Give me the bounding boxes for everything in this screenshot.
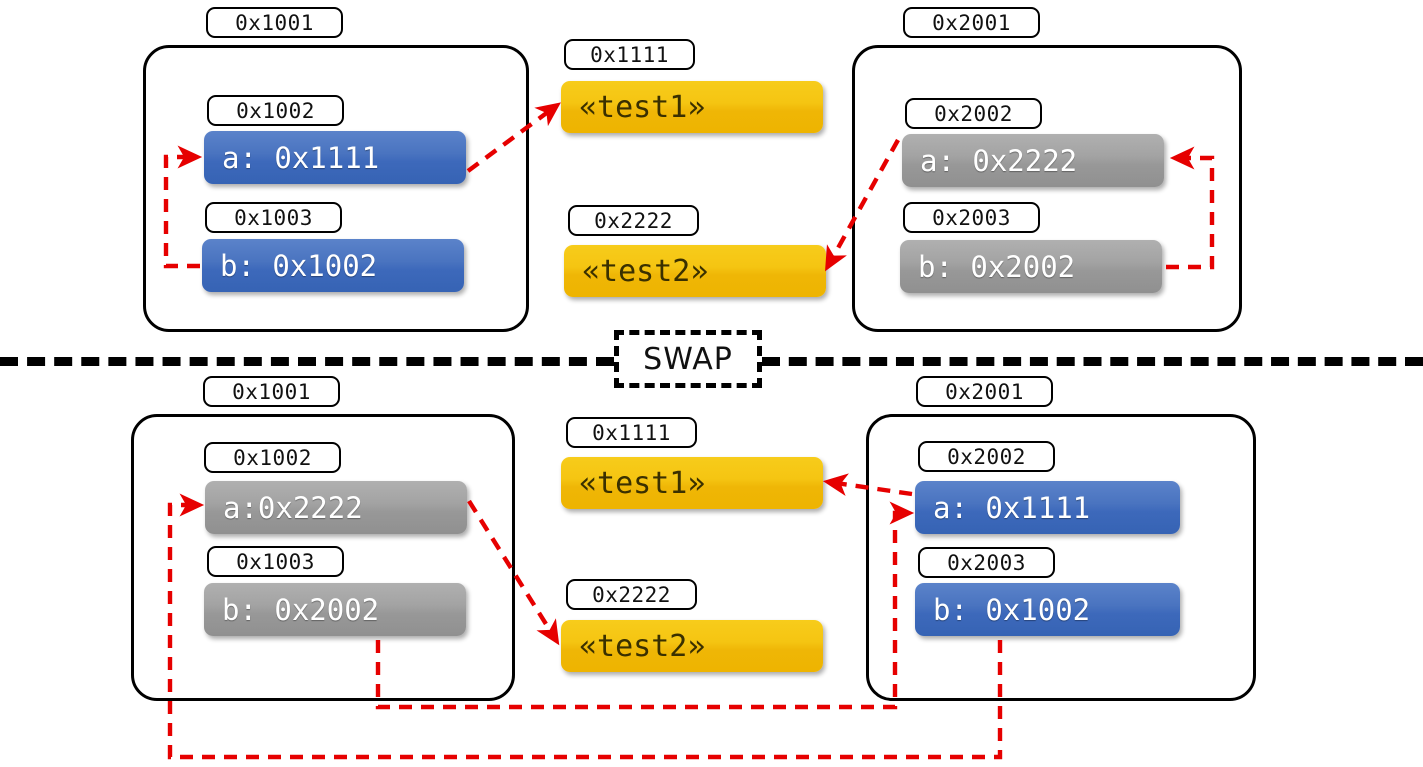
memory-cell-left-a-before: a: 0x1111	[204, 131, 466, 184]
swap-divider-left	[0, 357, 614, 366]
string-literal-test2-after: «test2»	[561, 620, 823, 672]
address-tag-0x1003-before: 0x1003	[205, 202, 342, 233]
address-tag-0x2002-before: 0x2002	[905, 98, 1042, 129]
memory-cell-right-a-after: a: 0x1111	[915, 481, 1180, 534]
memory-cell-right-b-before: b: 0x2002	[900, 240, 1162, 293]
address-tag-0x2003-after: 0x2003	[918, 547, 1055, 578]
address-tag-0x1111-before: 0x1111	[564, 39, 695, 70]
address-tag-0x1003-after: 0x1003	[207, 546, 344, 577]
address-tag-0x2002-after: 0x2002	[918, 441, 1055, 472]
swap-label-box: SWAP	[614, 330, 762, 388]
address-tag-right-region-before: 0x2001	[903, 7, 1040, 38]
string-literal-test1-before: «test1»	[561, 81, 823, 133]
memory-cell-left-b-after: b: 0x2002	[204, 583, 466, 636]
swap-divider-right	[762, 357, 1423, 366]
address-tag-0x1002-before: 0x1002	[207, 95, 344, 126]
string-literal-test1-after: «test1»	[561, 457, 823, 509]
address-tag-left-region-after: 0x1001	[203, 376, 340, 407]
memory-cell-right-a-before: a: 0x2222	[902, 134, 1164, 187]
memory-cell-left-a-after: a:0x2222	[205, 481, 467, 534]
address-tag-right-region-after: 0x2001	[916, 376, 1053, 407]
address-tag-0x1111-after: 0x1111	[566, 417, 697, 448]
address-tag-0x1002-after: 0x1002	[204, 442, 341, 473]
address-tag-0x2003-before: 0x2003	[903, 202, 1040, 233]
address-tag-0x2222-before: 0x2222	[568, 205, 699, 236]
address-tag-left-region-before: 0x1001	[206, 7, 343, 38]
memory-cell-right-b-after: b: 0x1002	[915, 583, 1180, 636]
memory-cell-left-b-before: b: 0x1002	[202, 239, 464, 292]
string-literal-test2-before: «test2»	[564, 245, 826, 297]
address-tag-0x2222-after: 0x2222	[566, 579, 697, 610]
